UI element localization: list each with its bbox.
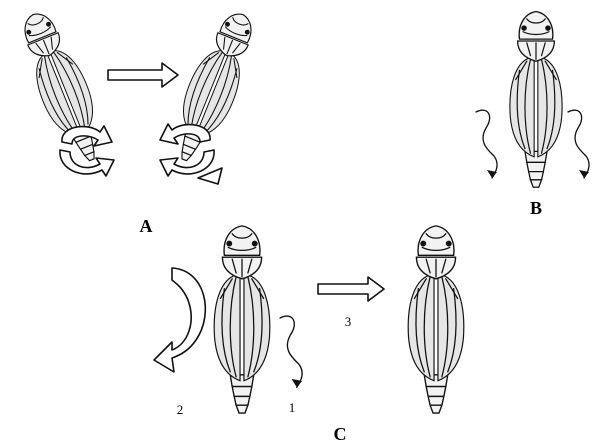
panel-a: A xyxy=(12,6,265,236)
step-2-label: 2 xyxy=(177,402,184,417)
step-2-curved-arrow xyxy=(154,268,205,372)
abdomen-vibration-right-b xyxy=(568,110,589,178)
step-3-label: 3 xyxy=(345,314,352,329)
leafhopper-c-left xyxy=(214,226,270,413)
leafhopper-c-right xyxy=(408,226,464,413)
panel-c: 1 2 3 C xyxy=(154,226,464,444)
abdomen-vibration-left-b xyxy=(476,110,497,178)
step-1-vibration-arrow xyxy=(280,316,302,387)
panel-c-label: C xyxy=(334,424,347,444)
step-3-transition-arrow xyxy=(318,277,384,301)
leafhopper-b xyxy=(510,12,562,188)
panel-a-label: A xyxy=(140,216,153,236)
step-1-label: 1 xyxy=(289,400,296,415)
transition-arrow-a xyxy=(108,63,178,87)
panel-b: B xyxy=(476,12,589,218)
panel-b-label: B xyxy=(530,198,542,218)
